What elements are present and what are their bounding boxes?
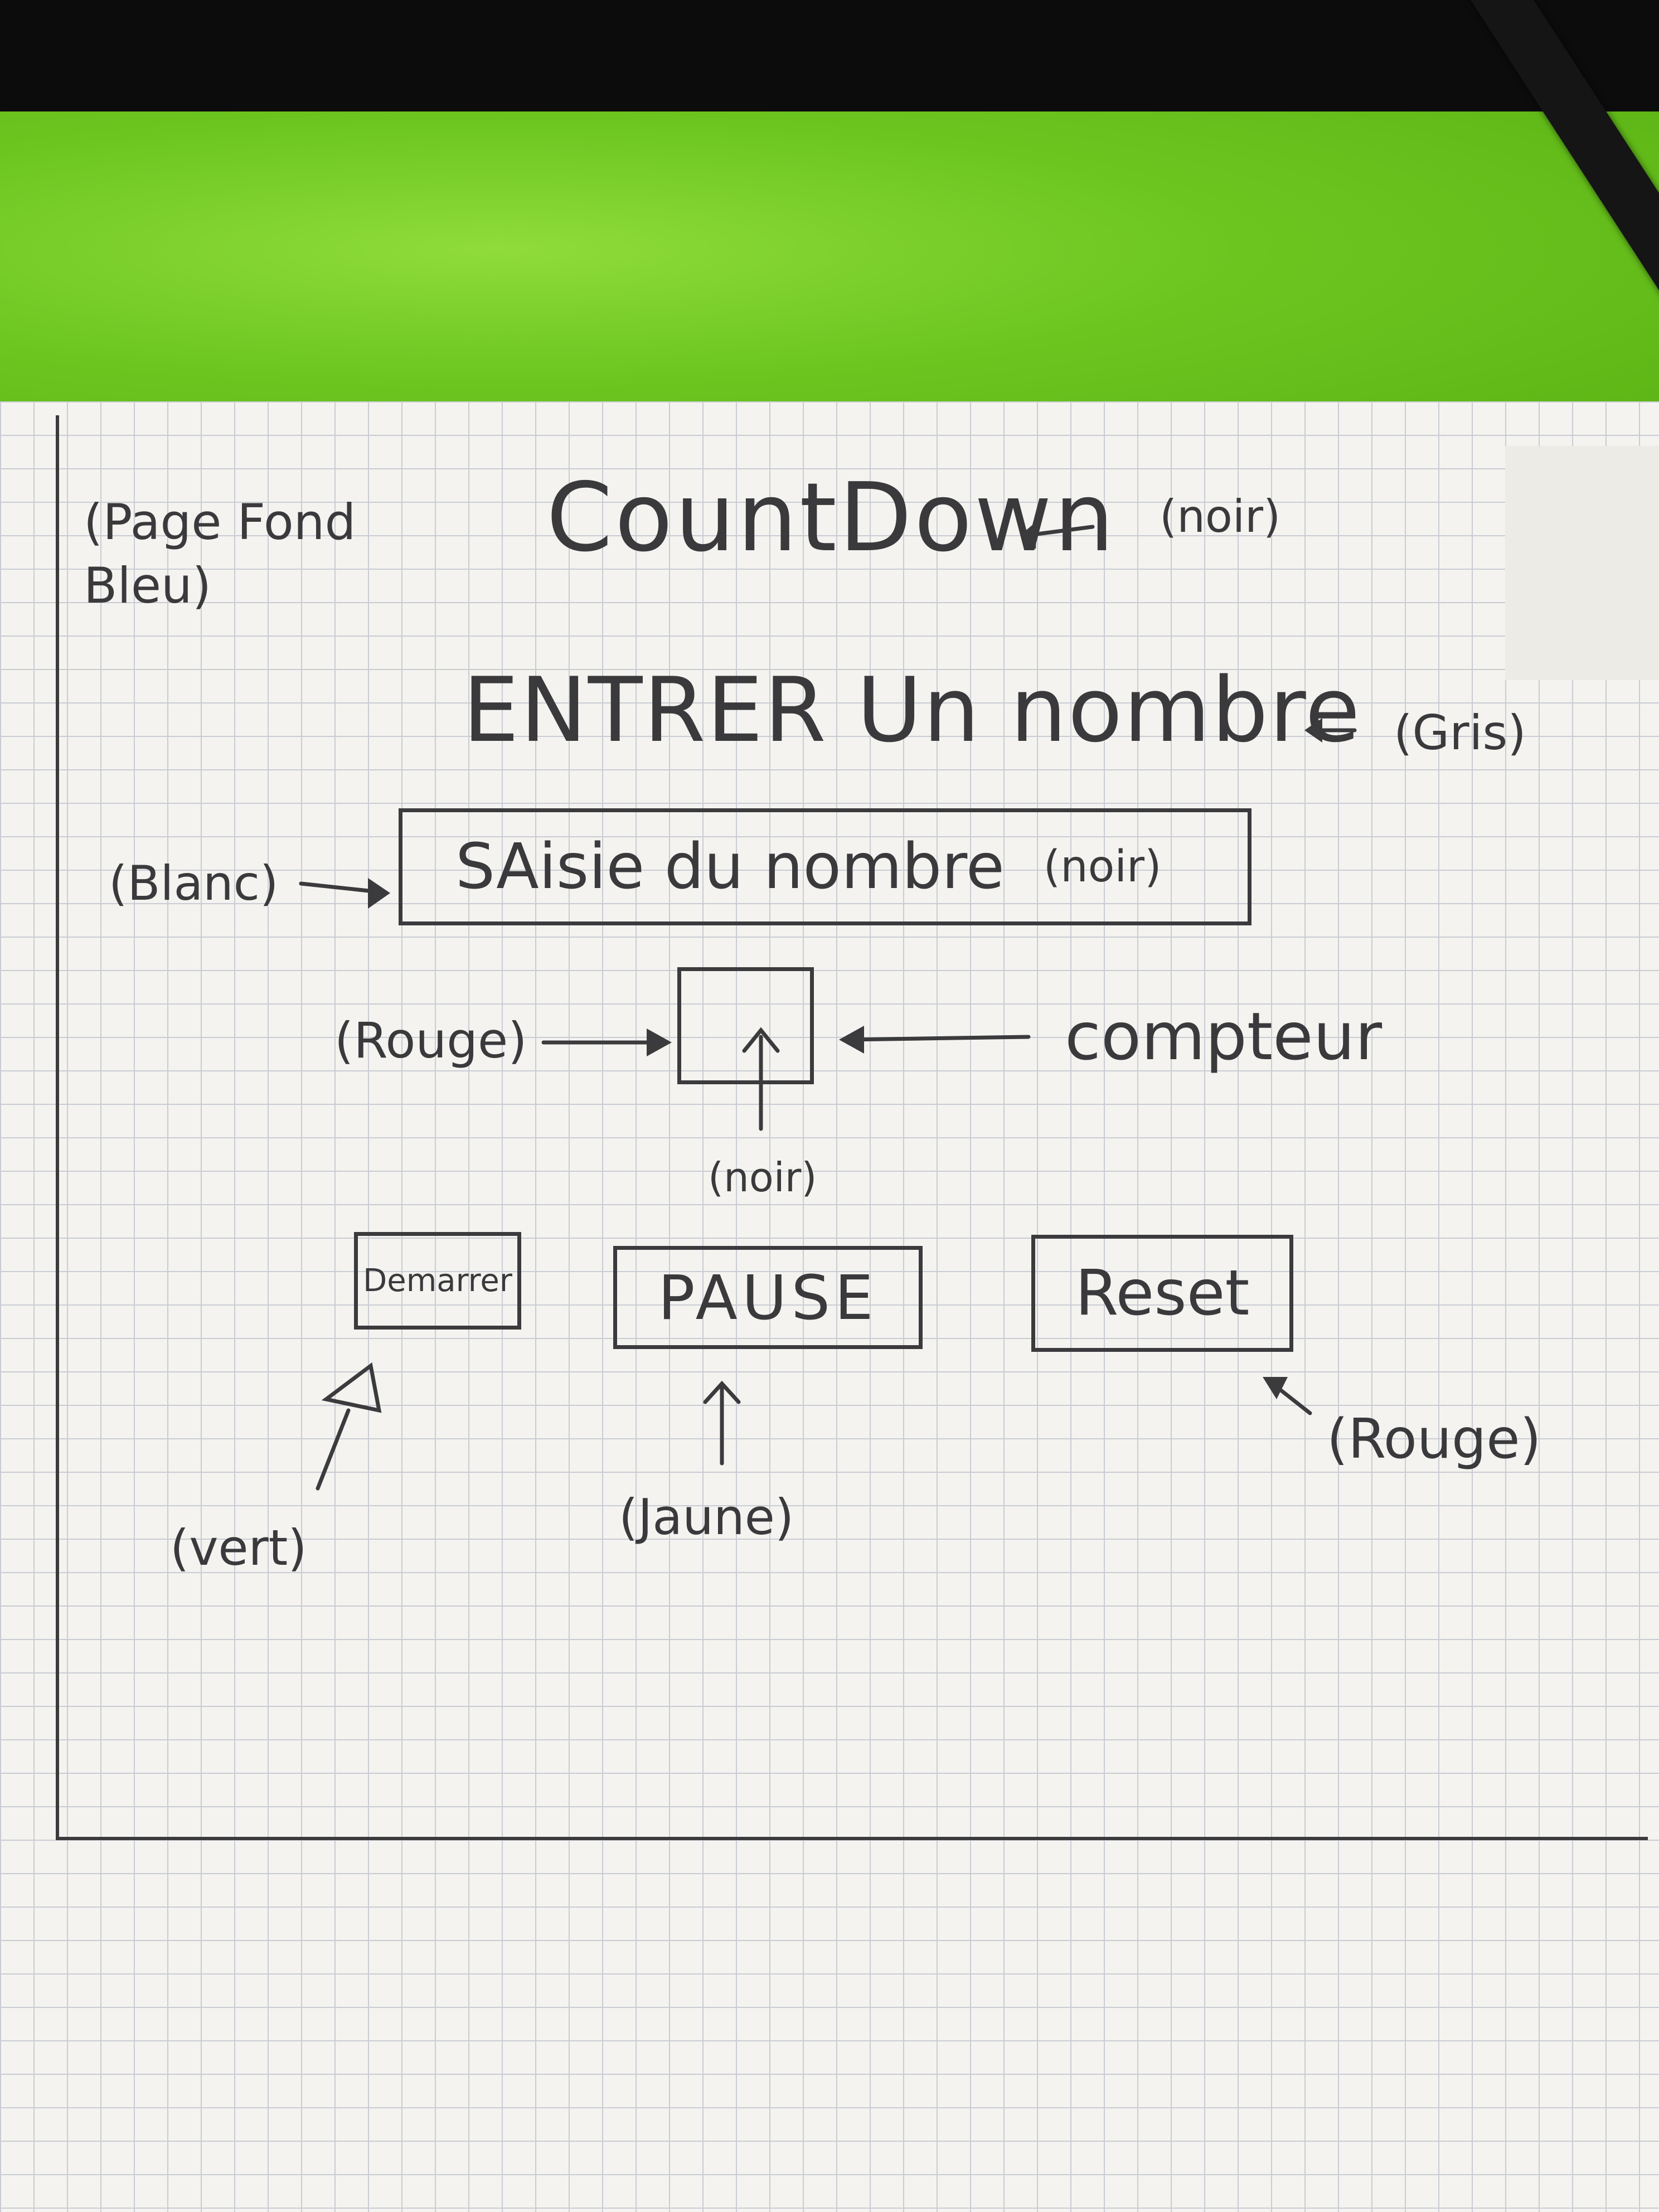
counter-bg-arrowhead xyxy=(647,1029,672,1056)
subtitle-label: ENTRER Un nombre xyxy=(463,658,1361,762)
start-note-arrowhead xyxy=(321,1362,382,1413)
title-color-note: (noir) xyxy=(1160,491,1281,542)
page-background-note: (Page Fond Bleu) xyxy=(84,493,356,615)
input-bg-arrow xyxy=(299,881,381,894)
title-arrowhead xyxy=(1020,521,1037,549)
start-note-arrow xyxy=(316,1408,351,1491)
counter-label-arrow xyxy=(848,1035,1031,1042)
input-bg-note: (Blanc) xyxy=(109,856,279,911)
reset-color-note: (Rouge) xyxy=(1327,1408,1541,1471)
counter-text-color-note: (noir) xyxy=(708,1154,817,1201)
reset-button[interactable]: Reset xyxy=(1031,1235,1293,1352)
counter-label: compteur xyxy=(1065,998,1382,1075)
reset-arrowhead xyxy=(1263,1377,1288,1399)
reset-button-label: Reset xyxy=(1075,1257,1250,1330)
pause-button[interactable]: PAUSE xyxy=(613,1246,923,1349)
title-label: CountDown xyxy=(546,463,1117,573)
number-input-field[interactable]: SAisie du nombre (noir) xyxy=(399,808,1251,925)
subtitle-arrowhead xyxy=(1304,718,1322,743)
page-frame xyxy=(56,415,1648,1840)
input-text-color-note: (noir) xyxy=(1043,842,1162,892)
pause-note-arrowhead xyxy=(703,1380,741,1404)
pause-color-note: (Jaune) xyxy=(619,1488,794,1546)
start-button-label: Demarrer xyxy=(363,1263,512,1299)
start-color-note: (vert) xyxy=(170,1519,307,1576)
paper-sheet-edge xyxy=(1505,446,1659,680)
pause-button-label: PAUSE xyxy=(658,1262,878,1333)
start-button[interactable]: Demarrer xyxy=(354,1232,521,1330)
grid-paper xyxy=(0,401,1659,2212)
title-note-arrow xyxy=(1026,525,1095,537)
subtitle-color-note: (Gris) xyxy=(1394,705,1526,761)
counter-bg-note: (Rouge) xyxy=(334,1012,527,1069)
counter-display xyxy=(677,967,814,1084)
number-input-placeholder: SAisie du nombre xyxy=(455,831,1005,903)
counter-label-arrowhead xyxy=(839,1026,864,1054)
green-folder xyxy=(0,111,1659,457)
counter-text-arrowhead xyxy=(742,1027,780,1053)
input-bg-arrowhead xyxy=(368,878,390,909)
